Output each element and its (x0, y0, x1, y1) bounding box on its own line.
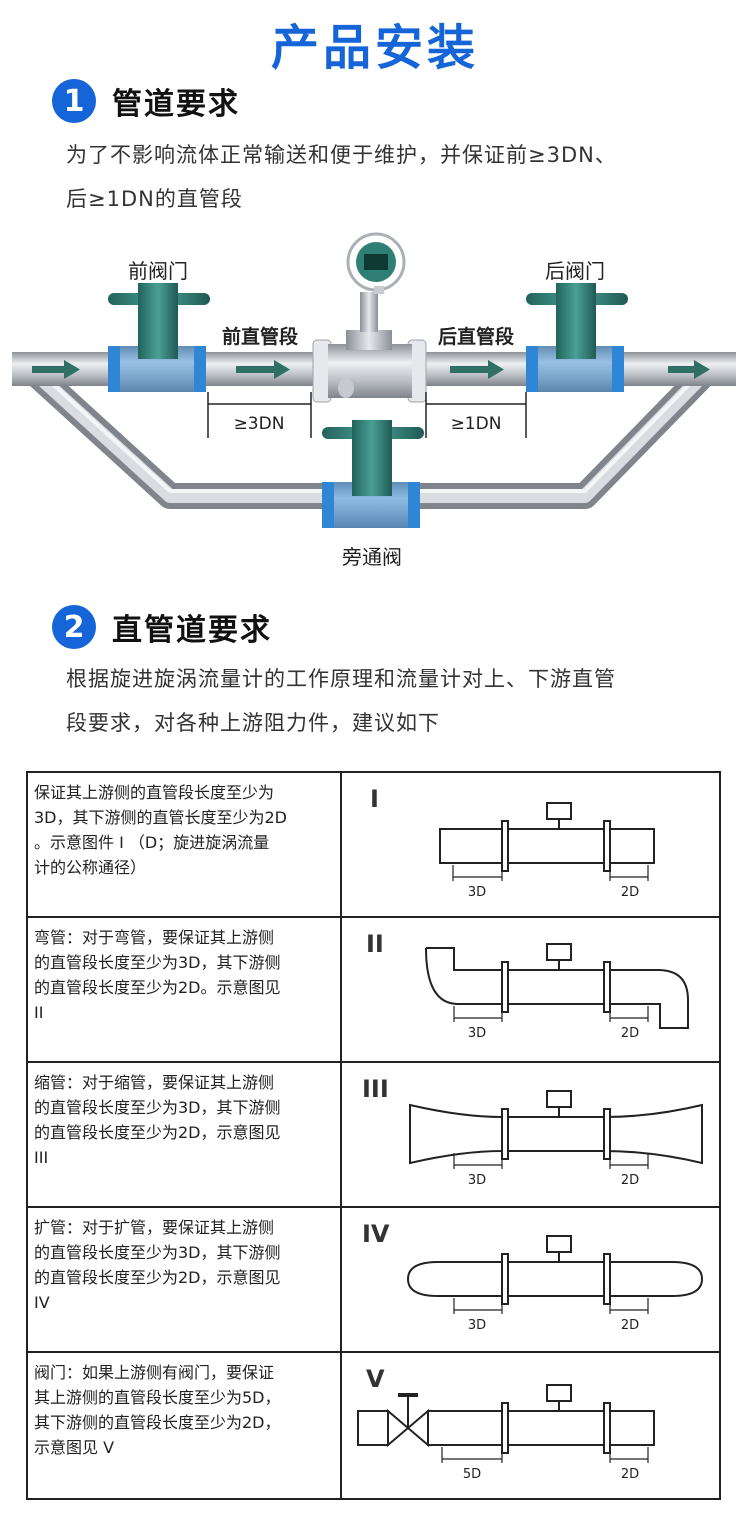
row-4-line: 的直管段长度至少为3D，其下游侧 (34, 1243, 281, 1262)
section-1-badge: 1 (52, 79, 96, 123)
table-row: 弯管：对于弯管，要保证其上游侧 的直管段长度至少为3D，其下游侧 的直管段长度至… (26, 916, 721, 1063)
rear-valve (526, 283, 628, 392)
row-2-line: 弯管：对于弯管，要保证其上游侧 (34, 928, 275, 947)
row-1-text: 保证其上游侧的直管段长度至少为 3D，其下游侧的直管长度至少为2D 。示意图件 … (26, 771, 342, 918)
upstream-length: 3D (468, 885, 486, 900)
row-1-figure: I 3D 2D (340, 771, 721, 918)
rear-valve-label: 后阀门 (545, 259, 605, 283)
row-3-line: 缩管：对于缩管，要保证其上游侧 (34, 1073, 275, 1092)
row-1-line: 计的公称通径） (34, 858, 147, 877)
row-4-text: 扩管：对于扩管，要保证其上游侧 的直管段长度至少为3D，其下游侧 的直管段长度至… (26, 1206, 342, 1353)
row-3-line: III (34, 1148, 49, 1167)
upstream-length: 3D (468, 1026, 486, 1041)
row-2-line: 的直管段长度至少为2D。示意图见 (34, 978, 281, 997)
row-4-figure: IV 3D 2D (340, 1206, 721, 1353)
row-2-line: II (34, 1003, 44, 1022)
row-1-line: 3D，其下游侧的直管长度至少为2D (34, 808, 288, 827)
table-row: 扩管：对于扩管，要保证其上游侧 的直管段长度至少为3D，其下游侧 的直管段长度至… (26, 1206, 721, 1353)
front-valve (108, 283, 210, 392)
downstream-length: 2D (621, 885, 639, 900)
flowmeter-display (364, 254, 388, 270)
roman-numeral: II (366, 930, 384, 958)
table-row: 保证其上游侧的直管段长度至少为 3D，其下游侧的直管长度至少为2D 。示意图件 … (26, 771, 721, 918)
flowmeter (312, 232, 427, 403)
flow-arrows (32, 360, 710, 379)
row-2-text: 弯管：对于弯管，要保证其上游侧 的直管段长度至少为3D，其下游侧 的直管段长度至… (26, 916, 342, 1063)
section-2-badge: 2 (52, 605, 96, 649)
upstream-length: 3D (468, 1318, 486, 1333)
section-2-header: 2 直管道要求 (52, 604, 272, 650)
row-5-figure: V 5D 2D (340, 1351, 721, 1500)
table-row: 阀门：如果上游侧有阀门，要保证 其上游侧的直管段长度至少为5D， 其下游侧的直管… (26, 1351, 721, 1500)
row-4-line: 的直管段长度至少为2D，示意图见 (34, 1268, 281, 1287)
section-1-header: 1 管道要求 (52, 78, 240, 124)
requirement-table: 保证其上游侧的直管段长度至少为 3D，其下游侧的直管长度至少为2D 。示意图件 … (26, 771, 721, 1500)
rear-dim-label: ≥1DN (451, 414, 502, 434)
row-1-line: 。示意图件 I （D；旋进旋涡流量 (34, 833, 270, 852)
downstream-length: 2D (621, 1467, 639, 1482)
front-valve-label: 前阀门 (128, 259, 188, 283)
front-dim-label: ≥3DN (234, 414, 285, 434)
section-2-text: 根据旋进旋涡流量计的工作原理和流量计对上、下游直管 段要求，对各种上游阻力件，建… (66, 657, 726, 745)
row-3-figure: III 3D 2D (340, 1061, 721, 1208)
row-4-line: IV (34, 1293, 50, 1312)
row-2-figure: II 3D 2D (340, 916, 721, 1063)
downstream-length: 2D (621, 1173, 639, 1188)
section-1-text: 为了不影响流体正常输送和便于维护，并保证前≥3DN、 后≥1DN的直管段 (66, 133, 726, 221)
upstream-length: 5D (463, 1467, 481, 1482)
section-2-line-2: 段要求，对各种上游阻力件，建议如下 (66, 711, 440, 735)
bypass-valve (322, 420, 424, 528)
section-1-title: 管道要求 (112, 87, 240, 122)
row-5-line: 阀门：如果上游侧有阀门，要保证 (34, 1363, 275, 1382)
row-5-line: 其上游侧的直管段长度至少为5D， (34, 1388, 281, 1407)
rear-straight-label: 后直管段 (438, 325, 515, 348)
row-5-line: 其下游侧的直管段长度至少为2D， (34, 1413, 281, 1432)
bypass-valve-label: 旁通阀 (342, 545, 402, 569)
row-3-text: 缩管：对于缩管，要保证其上游侧 的直管段长度至少为3D，其下游侧 的直管段长度至… (26, 1061, 342, 1208)
row-2-line: 的直管段长度至少为3D，其下游侧 (34, 953, 281, 972)
row-5-text: 阀门：如果上游侧有阀门，要保证 其上游侧的直管段长度至少为5D， 其下游侧的直管… (26, 1351, 342, 1500)
row-4-line: 扩管：对于扩管，要保证其上游侧 (34, 1218, 275, 1237)
downstream-length: 2D (621, 1026, 639, 1041)
row-5-line: 示意图见 V (34, 1438, 115, 1457)
page-title: 产品安装 (270, 20, 479, 76)
section-2-title: 直管道要求 (112, 613, 272, 648)
front-straight-label: 前直管段 (222, 325, 299, 348)
section-2-line-1: 根据旋进旋涡流量计的工作原理和流量计对上、下游直管 (66, 667, 616, 691)
roman-numeral: III (362, 1075, 389, 1103)
table-row: 缩管：对于缩管，要保证其上游侧 的直管段长度至少为3D，其下游侧 的直管段长度至… (26, 1061, 721, 1208)
section-1-line-2: 后≥1DN的直管段 (66, 187, 243, 211)
downstream-length: 2D (621, 1318, 639, 1333)
row-3-line: 的直管段长度至少为2D，示意图见 (34, 1123, 281, 1142)
roman-numeral: V (366, 1365, 385, 1393)
dimension-lines (207, 392, 527, 438)
roman-numeral: IV (362, 1220, 390, 1248)
section-1-line-1: 为了不影响流体正常输送和便于维护，并保证前≥3DN、 (66, 143, 617, 167)
roman-numeral: I (370, 785, 379, 813)
row-3-line: 的直管段长度至少为3D，其下游侧 (34, 1098, 281, 1117)
upstream-length: 3D (468, 1173, 486, 1188)
row-1-line: 保证其上游侧的直管段长度至少为 (34, 783, 275, 802)
installation-diagram: 前阀门 后阀门 前直管段 后直管段 ≥3DN ≥1DN 旁通阀 (12, 232, 736, 569)
